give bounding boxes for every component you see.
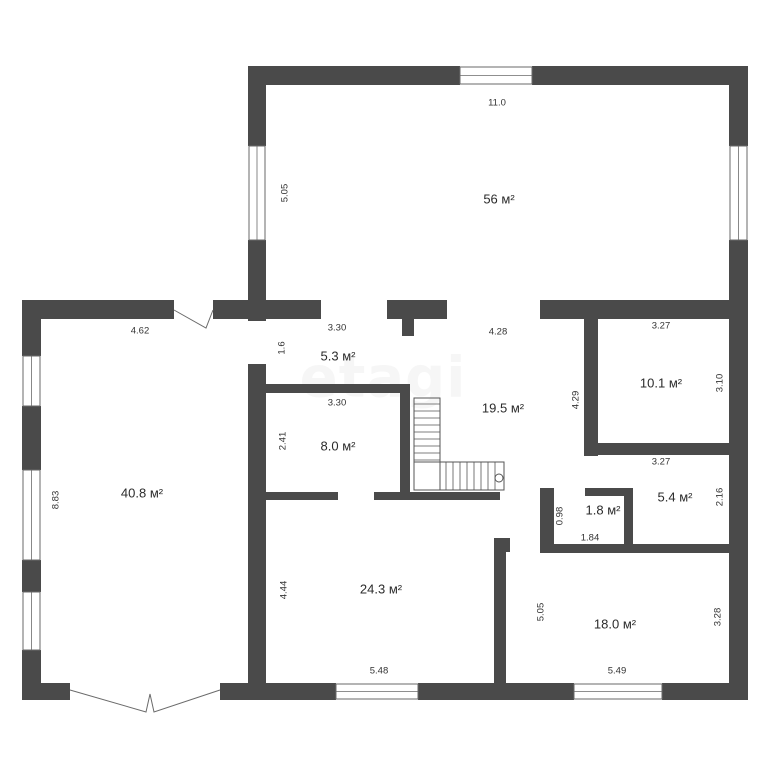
walls: [22, 66, 748, 700]
doors: [69, 309, 221, 713]
wall-left-hall-left-1: [22, 300, 41, 356]
dim-bath-height: 2.16: [714, 487, 726, 507]
staircase: [413, 397, 505, 491]
dim-bottom-center-height: 4.44: [278, 580, 290, 600]
wall-corridor-bottom: [266, 384, 400, 393]
room-area-bath: 5.4 м²: [657, 489, 693, 505]
wall-wc-right: [624, 488, 633, 552]
wall-living-top-left: [248, 66, 460, 85]
wall-living-top-right: [532, 66, 748, 85]
room-area-corridor: 5.3 м²: [320, 348, 356, 364]
wall-left-hall-left-3: [22, 560, 41, 592]
wall-stair-left: [400, 384, 410, 500]
dim-bottom-right-height-right: 3.28: [712, 607, 724, 627]
wall-wc-left: [540, 488, 554, 552]
dim-stair-hall-height: 4.29: [570, 390, 582, 410]
dim-stair-hall-width: 4.28: [488, 326, 508, 338]
stair-outline: [413, 397, 441, 491]
wall-mid-top-3: [540, 300, 748, 319]
windows: [22, 66, 748, 700]
dim-bath-width: 3.27: [651, 456, 671, 468]
wall-left-partition: [248, 364, 266, 700]
wall-left-hall-bottom-left: [22, 683, 70, 700]
room-area-left-hall: 40.8 м²: [120, 485, 164, 501]
wall-mid-top-1: [213, 300, 321, 319]
dim-left-hall-height: 8.83: [50, 490, 62, 510]
dim-living-height: 5.05: [279, 183, 291, 203]
room-area-wc: 1.8 м²: [585, 502, 621, 518]
wall-right-outer-mid: [729, 300, 748, 700]
dim-corridor-width: 3.30: [327, 322, 347, 334]
door-entrance-bottom: [69, 689, 221, 713]
dim-right-top-width: 3.27: [651, 320, 671, 332]
stair-outline-lower: [413, 461, 505, 491]
room-area-right-top: 10.1 м²: [639, 375, 683, 391]
wall-mid-top-stub: [402, 300, 414, 336]
dim-living-width: 11.0: [488, 97, 506, 109]
room-area-living: 56 м²: [483, 191, 515, 207]
wall-right-top-room-bottom: [584, 443, 748, 455]
wall-bottom-right: [662, 683, 748, 700]
dim-small-room-width: 3.30: [327, 397, 347, 409]
wall-mid-top-2: [387, 300, 447, 319]
room-area-bottom-right: 18.0 м²: [593, 616, 637, 632]
wall-right-top-room-left: [584, 300, 598, 456]
wall-bottom-center-right-stub: [494, 538, 510, 552]
dim-right-top-height: 3.10: [714, 373, 726, 393]
wall-left-hall-left-2: [22, 406, 41, 470]
dim-bottom-right-width: 5.49: [607, 665, 627, 677]
wall-bath-bottom: [540, 544, 748, 553]
stair-newel: [494, 473, 504, 483]
wall-small-room-bottom-1: [266, 492, 338, 500]
wall-wc-top: [585, 488, 631, 496]
room-area-stair-hall: 19.5 м²: [481, 400, 525, 416]
wall-bottom-mid-left: [220, 683, 336, 700]
room-area-bottom-center: 24.3 м²: [359, 581, 403, 597]
dim-small-room-height: 2.41: [277, 431, 289, 451]
dim-left-hall-top: 4.62: [130, 325, 150, 337]
dim-corridor-height: 1.6: [276, 341, 288, 355]
room-area-small-room: 8.0 м²: [320, 438, 356, 454]
wall-living-left-upper: [248, 66, 266, 146]
wall-bottom-center-right: [494, 538, 506, 700]
watermark: etagi: [299, 345, 467, 411]
wall-living-right-upper: [729, 66, 748, 146]
door-left-hall-top: [173, 309, 214, 329]
wall-left-hall-top: [22, 300, 174, 319]
wall-small-room-bottom-2: [374, 492, 500, 500]
dim-wc-width: 1.84: [580, 532, 600, 544]
wall-bottom-mid-right: [418, 683, 574, 700]
dim-bottom-right-height-left: 5.05: [535, 602, 547, 622]
dim-wc-height: 0.98: [554, 506, 566, 526]
dim-bottom-center-width: 5.48: [369, 665, 389, 677]
